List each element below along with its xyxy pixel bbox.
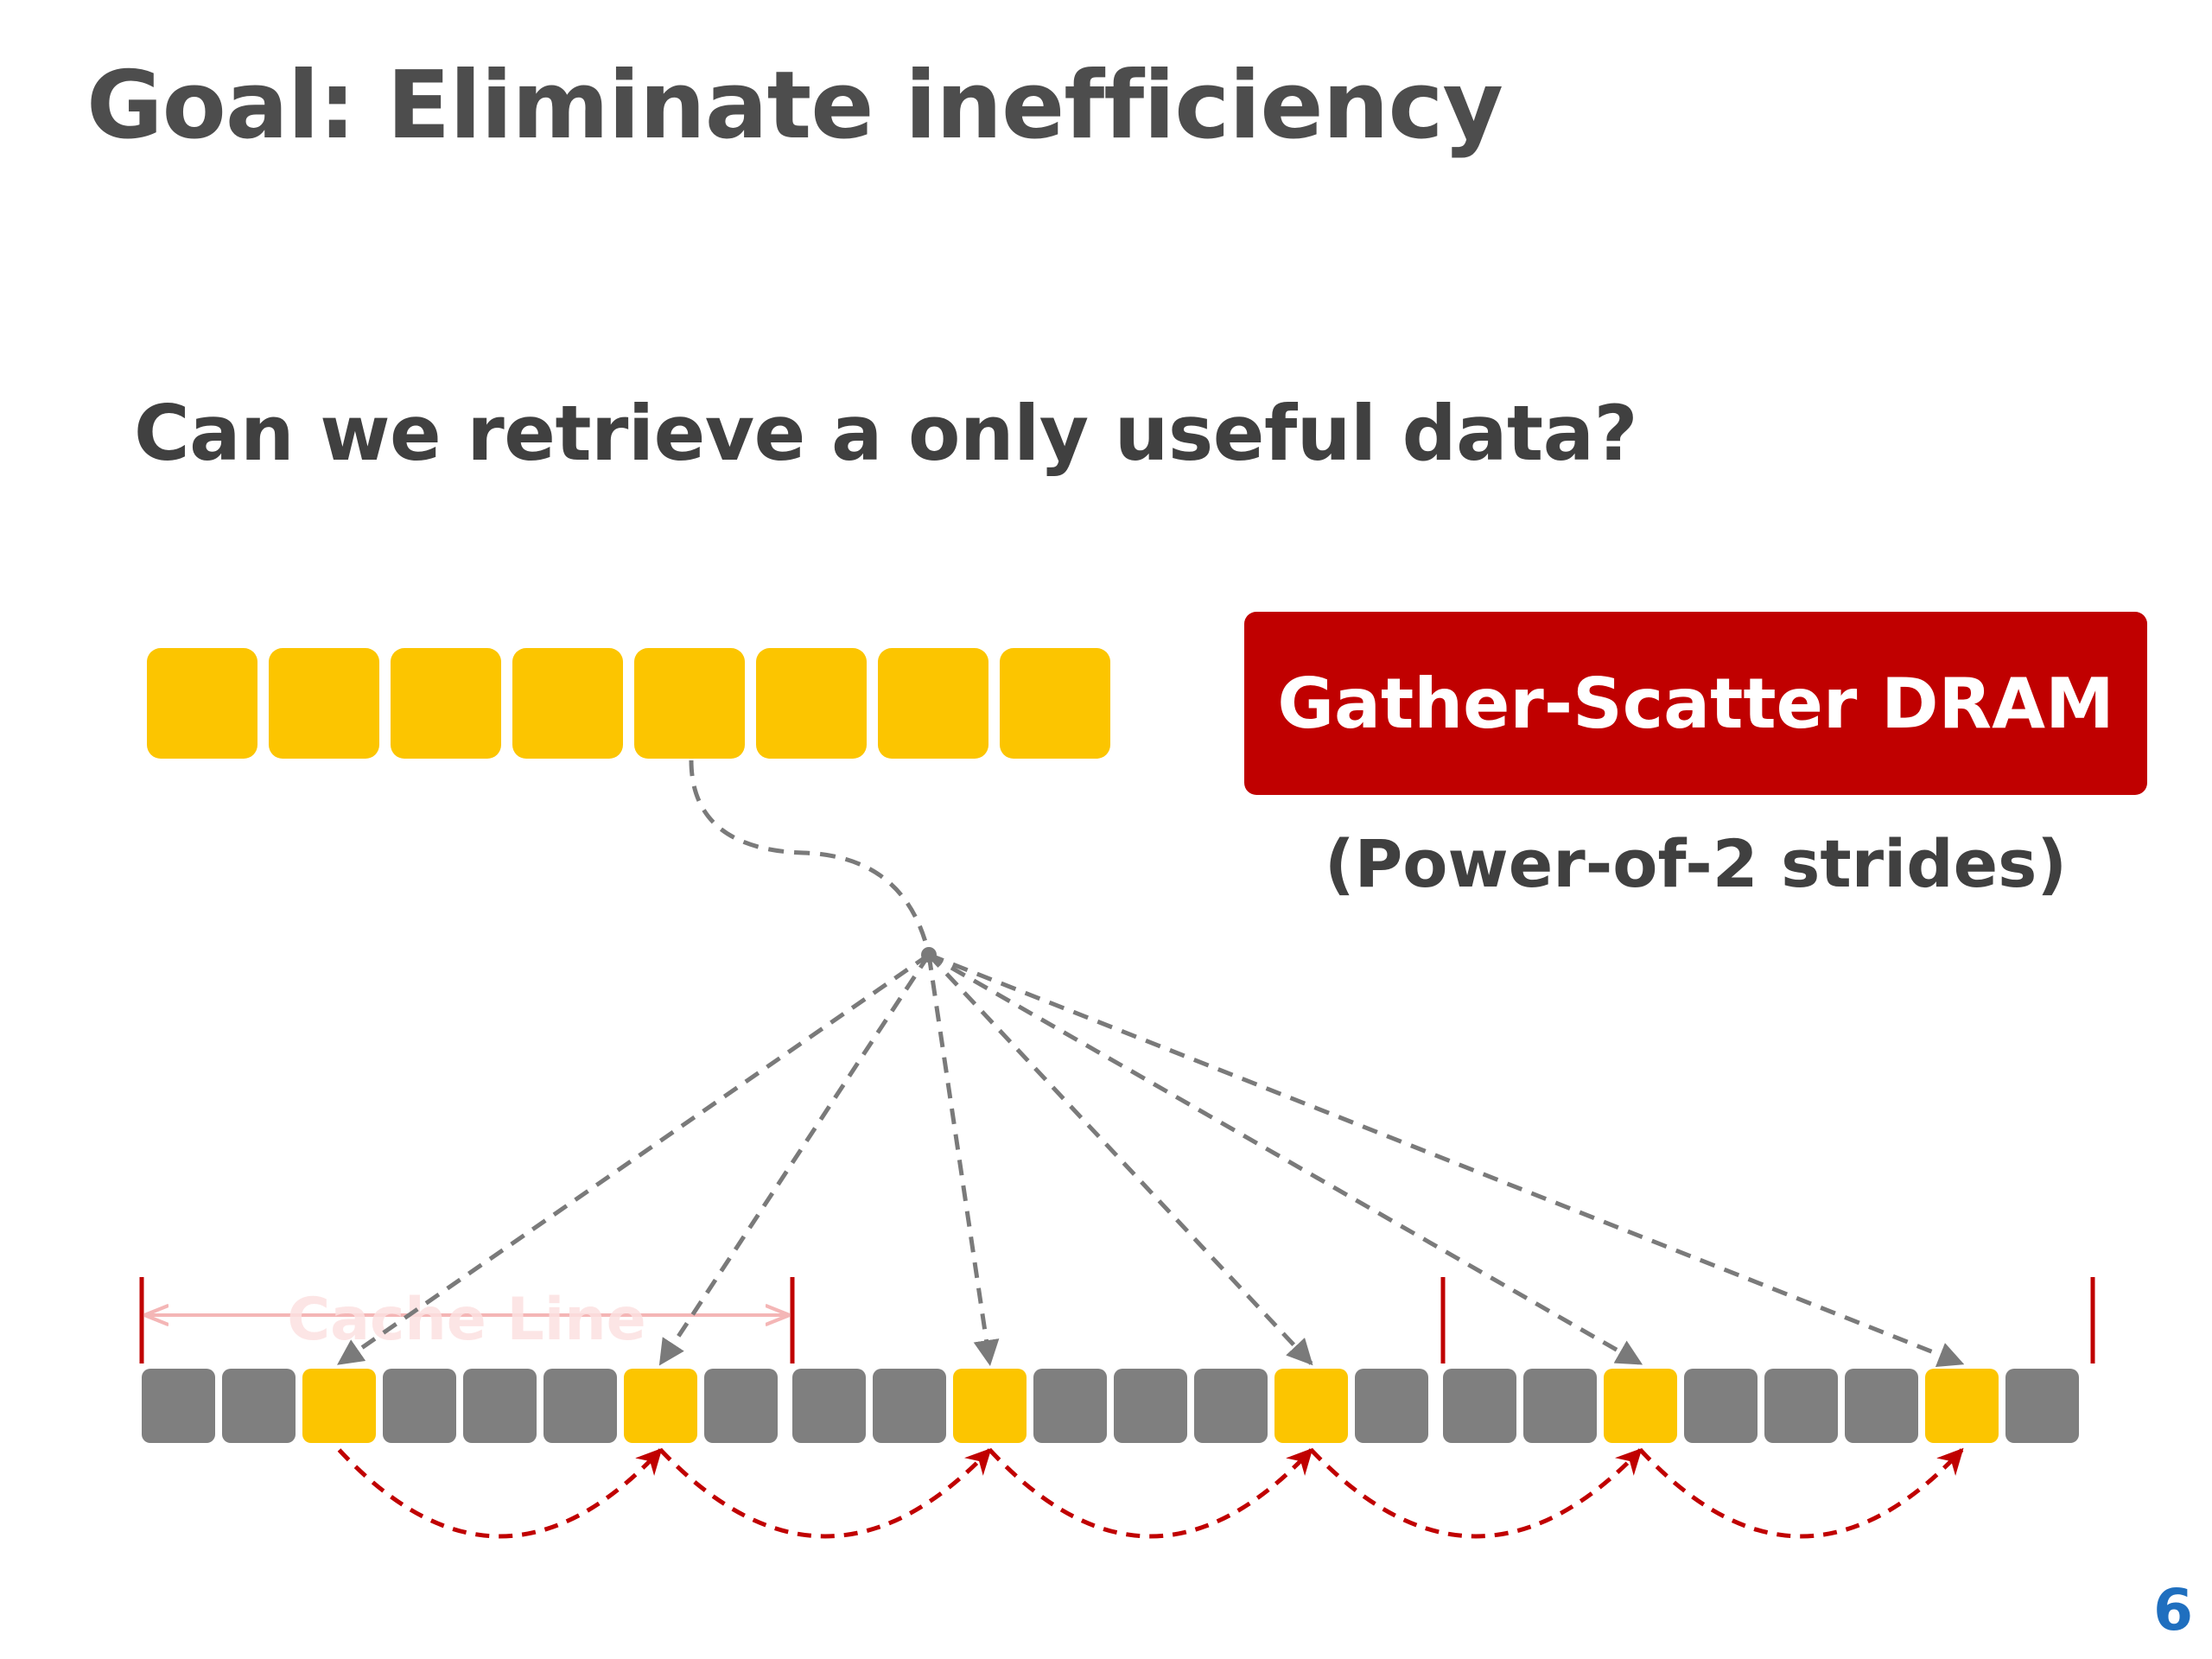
requested-data-cell [634, 648, 745, 759]
gather-arrow [927, 953, 1313, 1366]
unused-memory-cell [383, 1369, 456, 1443]
stride-arc [337, 1447, 663, 1539]
useful-memory-cell [302, 1369, 376, 1443]
unused-memory-cell [222, 1369, 296, 1443]
unused-memory-cell [1355, 1369, 1428, 1443]
gather-scatter-dram-box: Gather-Scatter DRAM [1244, 612, 2147, 795]
unused-memory-cell [1845, 1369, 1918, 1443]
gather-arrows [337, 952, 1965, 1368]
unused-memory-cell [1443, 1369, 1516, 1443]
useful-memory-cell [1274, 1369, 1348, 1443]
cache-line-label: Cache Line [287, 1286, 645, 1354]
gather-arrow [926, 954, 1000, 1366]
cache-line-span: Cache Line [147, 1286, 787, 1354]
stride-arcs [337, 1447, 1964, 1539]
unused-memory-cell [1194, 1369, 1268, 1443]
slide-title: Goal: Eliminate inefficiency [86, 52, 1503, 160]
gather-arrow [658, 953, 931, 1366]
stride-arc [658, 1447, 992, 1539]
useful-memory-cell [953, 1369, 1027, 1443]
useful-memory-cell [624, 1369, 697, 1443]
unused-memory-cell [543, 1369, 617, 1443]
unused-memory-cell [1764, 1369, 1838, 1443]
unused-memory-cell [463, 1369, 537, 1443]
unused-memory-cell [704, 1369, 778, 1443]
requested-data-cell [391, 648, 501, 759]
unused-memory-cell [1033, 1369, 1107, 1443]
requested-data-cell [147, 648, 257, 759]
requested-data-row [147, 648, 1110, 759]
requested-data-cell [1000, 648, 1110, 759]
requested-data-cell [756, 648, 867, 759]
gather-arrow [928, 952, 1965, 1368]
gather-arrow [927, 952, 1643, 1366]
unused-memory-cell [792, 1369, 866, 1443]
unused-memory-cell [1684, 1369, 1758, 1443]
unused-memory-cell [1523, 1369, 1597, 1443]
stride-arc [1309, 1447, 1643, 1539]
unused-memory-cell [873, 1369, 946, 1443]
requested-data-cell [512, 648, 623, 759]
requested-data-cell [878, 648, 988, 759]
unused-memory-cell [2005, 1369, 2079, 1443]
power-of-2-strides-caption: (Power-of-2 strides) [1324, 825, 2068, 902]
page-number: 6 [2153, 1577, 2193, 1643]
cache-line-boundaries [139, 1277, 2095, 1363]
requested-data-cell [269, 648, 379, 759]
memory-row [142, 1369, 2079, 1443]
unused-memory-cell [142, 1369, 215, 1443]
unused-memory-cell [1114, 1369, 1187, 1443]
stride-arc [1638, 1447, 1964, 1539]
question-text: Can we retrieve a only useful data? [134, 389, 1638, 478]
useful-memory-cell [1925, 1369, 1999, 1443]
gather-arrow [337, 952, 931, 1366]
stride-arc [988, 1447, 1313, 1539]
gather-scatter-dram-label: Gather-Scatter DRAM [1277, 663, 2114, 744]
source-curve [689, 760, 931, 956]
useful-memory-cell [1604, 1369, 1677, 1443]
